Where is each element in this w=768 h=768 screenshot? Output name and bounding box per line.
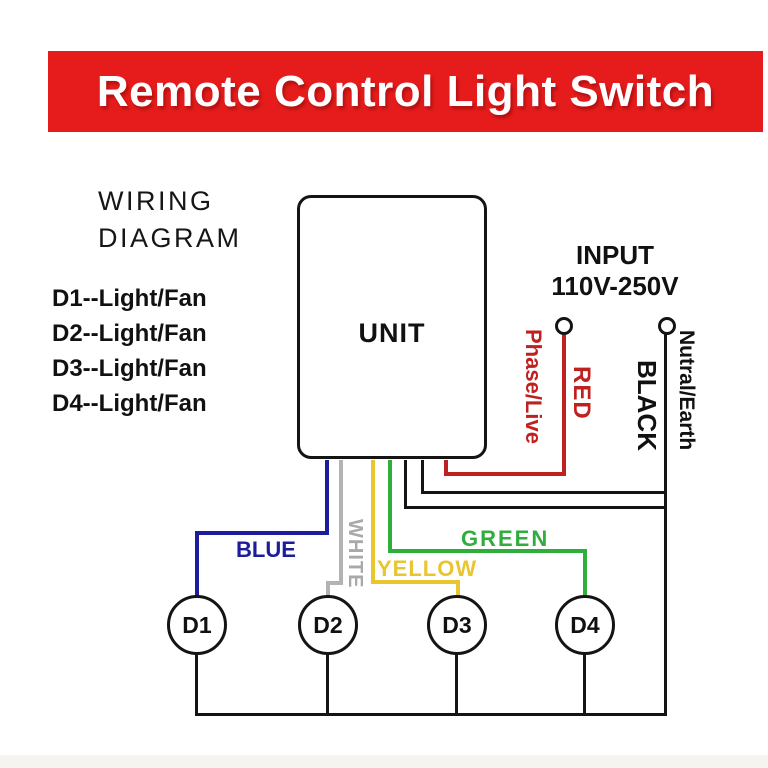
input-voltage-label: INPUT 110V-250V <box>530 240 700 302</box>
green-wire-label: GREEN <box>461 526 550 551</box>
legend-item-d1: D1--Light/Fan <box>52 285 207 312</box>
input-label-line-2: 110V-250V <box>551 271 679 301</box>
heading-line-2: DIAGRAM <box>98 223 242 253</box>
heading-line-1: WIRING <box>98 186 214 216</box>
device-circle-d3: D3 <box>427 595 487 655</box>
phase-live-label: Phase/Live <box>521 329 546 444</box>
red-wire-horizontal <box>444 472 566 476</box>
legend-item-d4: D4--Light/Fan <box>52 390 207 417</box>
device-circle-d2: D2 <box>298 595 358 655</box>
white-wire-jog-horizontal <box>326 581 343 585</box>
neutral-terminal <box>658 317 676 335</box>
device-circle-d4: D4 <box>555 595 615 655</box>
unit-label: UNIT <box>358 317 426 348</box>
red-wire-vertical <box>562 335 566 476</box>
unit-box: UNIT <box>297 195 487 459</box>
green-wire-horizontal <box>388 549 587 553</box>
wiring-diagram-heading: WIRING DIAGRAM <box>98 183 242 257</box>
red-wire-label: RED <box>568 366 595 420</box>
green-wire-vertical-to-d4 <box>583 549 587 597</box>
white-wire-vertical-to-d2 <box>326 581 330 597</box>
phase-terminal <box>555 317 573 335</box>
blue-wire-vertical-from-unit <box>325 460 329 535</box>
title-banner: Remote Control Light Switch <box>48 51 763 132</box>
red-wire-unit-stub <box>444 460 448 476</box>
neutral-earth-label: Nutral/Earth <box>675 330 698 451</box>
bottom-rail <box>195 713 667 716</box>
black-wire-a-vertical <box>421 460 424 494</box>
d3-drop-wire <box>455 653 458 713</box>
yellow-wire-vertical-from-unit <box>371 460 375 584</box>
device-label-d4: D4 <box>570 611 600 638</box>
yellow-wire-horizontal <box>371 580 460 584</box>
legend-item-d3: D3--Light/Fan <box>52 355 207 382</box>
black-wire-b-horizontal <box>404 506 667 509</box>
device-label-d2: D2 <box>313 611 343 638</box>
d1-drop-wire <box>195 653 198 713</box>
device-legend: D1--Light/Fan D2--Light/Fan D3--Light/Fa… <box>52 281 207 421</box>
device-circle-d1: D1 <box>167 595 227 655</box>
blue-wire-label: BLUE <box>236 537 296 562</box>
black-wire-a-horizontal <box>421 491 667 494</box>
white-wire-vertical-from-unit <box>339 460 343 585</box>
white-wire-label: WHITE <box>344 519 366 589</box>
yellow-wire-vertical-to-d3 <box>456 580 460 597</box>
black-wire-label: BLACK <box>632 360 662 451</box>
legend-item-d2: D2--Light/Fan <box>52 320 207 347</box>
device-label-d3: D3 <box>442 611 472 638</box>
black-wire-b-vertical <box>404 460 407 509</box>
blue-wire-vertical-to-d1 <box>195 531 199 596</box>
page-title: Remote Control Light Switch <box>96 66 715 116</box>
black-wire-main-vertical <box>664 334 667 716</box>
bottom-background-strip <box>0 755 768 768</box>
d4-drop-wire <box>583 653 586 713</box>
yellow-wire-label: YELLOW <box>377 556 478 581</box>
green-wire-vertical-from-unit <box>388 460 392 552</box>
blue-wire-horizontal <box>195 531 329 535</box>
d2-drop-wire <box>326 653 329 713</box>
device-label-d1: D1 <box>182 611 212 638</box>
input-label-line-1: INPUT <box>576 240 654 270</box>
